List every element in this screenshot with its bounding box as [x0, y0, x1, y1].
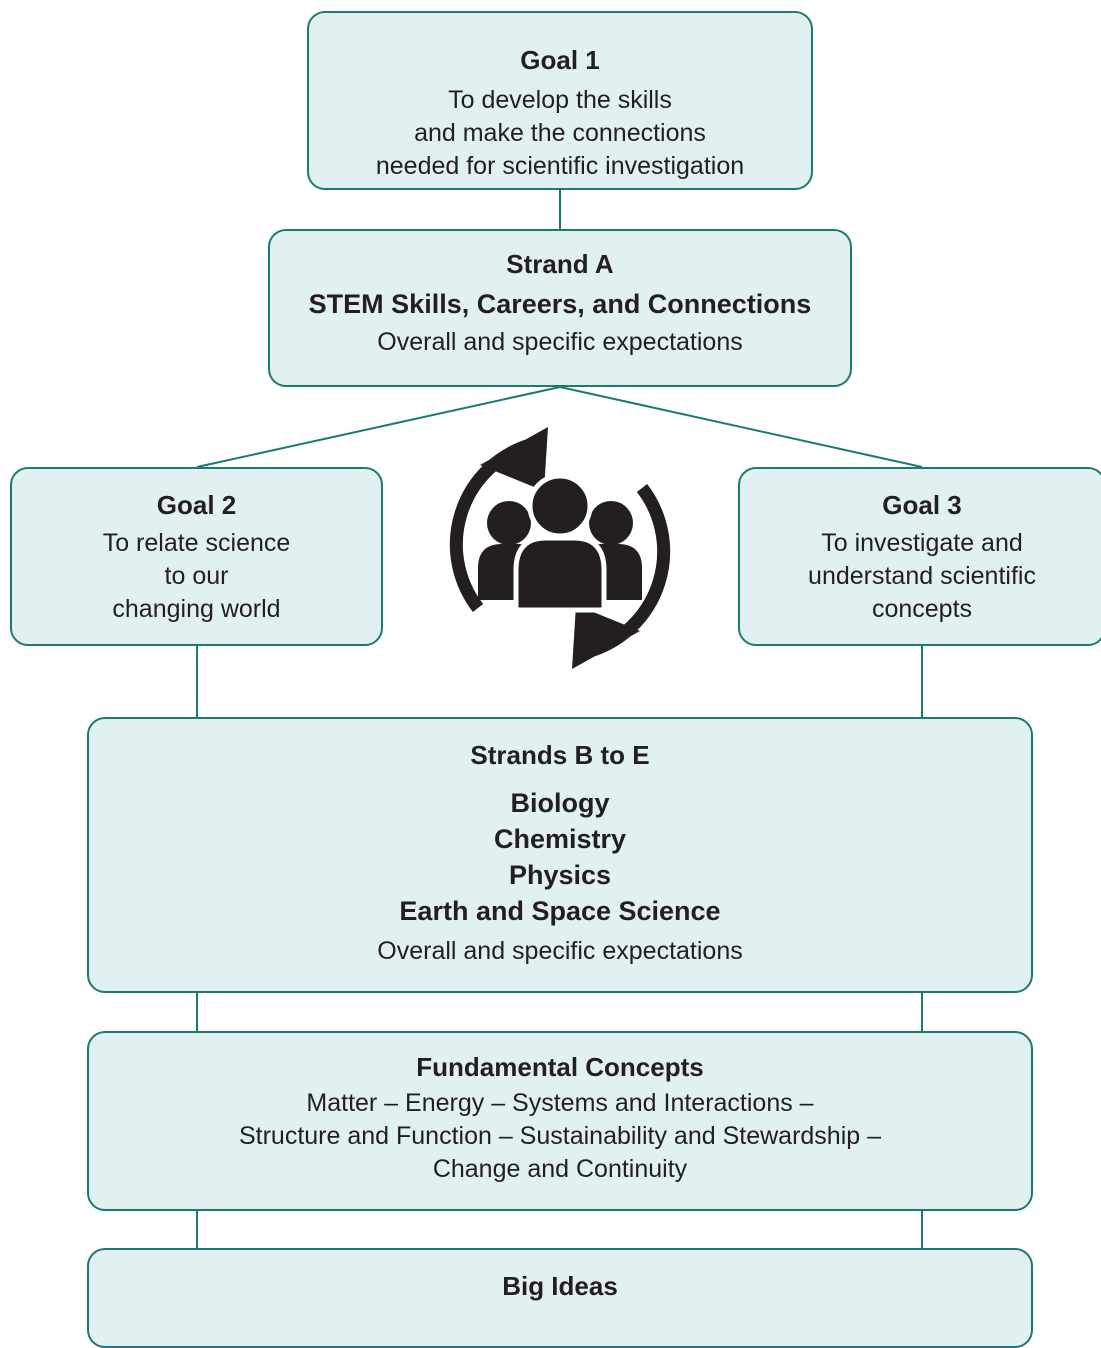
curriculum-diagram: Goal 1 To develop the skills and make th… [10, 11, 1101, 1348]
goal1-box: Goal 1 To develop the skills and make th… [307, 11, 813, 190]
fundamental-concepts-line: Structure and Function – Sustainability … [238, 1122, 882, 1150]
goal3-line: concepts [871, 595, 973, 623]
subject-chemistry: Chemistry [493, 824, 627, 854]
goal1-line: and make the connections [414, 119, 706, 147]
goal1-description: To develop the skills and make the conne… [309, 84, 811, 183]
big-ideas-title: Big Ideas [502, 1271, 618, 1301]
strands-b-to-e-description: Overall and specific expectations [377, 937, 743, 965]
connector-fundamental-bigideas-right [921, 1211, 923, 1248]
strand-a-title: Strand A [506, 249, 614, 279]
goal3-title: Goal 3 [882, 490, 962, 520]
goal2-line: to our [164, 562, 229, 590]
fundamental-concepts-line: Change and Continuity [432, 1155, 688, 1183]
subject-physics: Physics [508, 860, 612, 890]
subject-biology: Biology [510, 788, 610, 818]
strand-a-box: Strand A STEM Skills, Careers, and Conne… [268, 229, 852, 387]
subject-earth-and-space-science: Earth and Space Science [399, 896, 721, 926]
strands-b-to-e-title: Strands B to E [470, 740, 650, 770]
connector-strands-fundamental-right [921, 993, 923, 1031]
person-right-head [589, 501, 633, 545]
cycle-arrowhead-lower [572, 605, 640, 669]
strands-b-to-e-box: Strands B to E Biology Chemistry Physics… [87, 717, 1033, 993]
fundamental-concepts-list: Matter – Energy – Systems and Interactio… [89, 1087, 1031, 1186]
people-cycle-icon [449, 427, 671, 669]
connector-goal1-strand-a [559, 190, 561, 229]
goal2-description: To relate science to our changing world [12, 527, 381, 626]
goal3-line: understand scientific [808, 562, 1036, 590]
goal3-line: To investigate and [821, 529, 1023, 557]
fundamental-concepts-title: Fundamental Concepts [416, 1052, 704, 1082]
goal2-line: changing world [112, 595, 281, 623]
person-center-head [527, 473, 593, 539]
goal1-line: To develop the skills [448, 86, 672, 114]
goal1-line: needed for scientific investigation [375, 152, 745, 180]
cycle-arrowhead-upper [480, 427, 548, 491]
strands-subject-list: Biology Chemistry Physics Earth and Spac… [89, 785, 1031, 929]
big-ideas-box: Big Ideas [87, 1248, 1033, 1348]
goal2-box: Goal 2 To relate science to our changing… [10, 467, 383, 646]
goal1-title: Goal 1 [520, 45, 600, 75]
connector-goal2-strands [196, 646, 198, 717]
goal2-title: Goal 2 [156, 490, 237, 520]
goal2-line: To relate science [102, 529, 291, 557]
fundamental-concepts-box: Fundamental Concepts Matter – Energy – S… [87, 1031, 1033, 1211]
connector-strands-fundamental-left [196, 993, 198, 1031]
goal3-box: Goal 3 To investigate and understand sci… [738, 467, 1101, 646]
goal3-description: To investigate and understand scientific… [740, 527, 1101, 626]
connector-fundamental-bigideas-left [196, 1211, 198, 1248]
fundamental-concepts-line: Matter – Energy – Systems and Interactio… [306, 1089, 814, 1117]
connector-goal3-strands [921, 646, 923, 717]
person-center-body [513, 535, 607, 613]
strand-a-description: Overall and specific expectations [377, 328, 743, 356]
person-left-head [487, 501, 531, 545]
strand-a-subtitle: STEM Skills, Careers, and Connections [308, 289, 812, 319]
